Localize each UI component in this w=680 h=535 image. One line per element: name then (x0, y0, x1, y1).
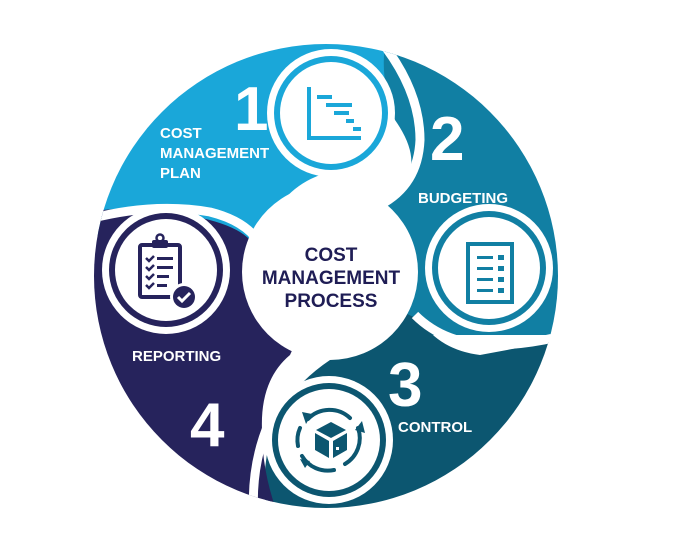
center-title-line-3: PROCESS (285, 291, 378, 312)
center-title-line-1: COST (305, 245, 358, 266)
step-3-number: 3 (388, 351, 422, 420)
center-hub (242, 184, 418, 360)
step-1-label-line-2: MANAGEMENT (160, 145, 269, 162)
step-2-number: 2 (430, 105, 464, 174)
step-1-label-line-1: COST (160, 125, 202, 142)
gantt-chart-icon (307, 87, 361, 140)
step-3-label: CONTROL (398, 419, 472, 436)
step-2-label: BUDGETING (418, 190, 508, 207)
checklist-document-icon (466, 242, 514, 304)
box-cycle-icon (295, 407, 365, 473)
step-1-number: 1 (234, 75, 268, 144)
clipboard-check-icon (138, 233, 198, 311)
step-4-label: REPORTING (132, 348, 221, 365)
center-title-line-2: MANAGEMENT (262, 268, 401, 289)
step-1-label-line-3: PLAN (160, 165, 201, 182)
step-4-number: 4 (190, 391, 225, 460)
